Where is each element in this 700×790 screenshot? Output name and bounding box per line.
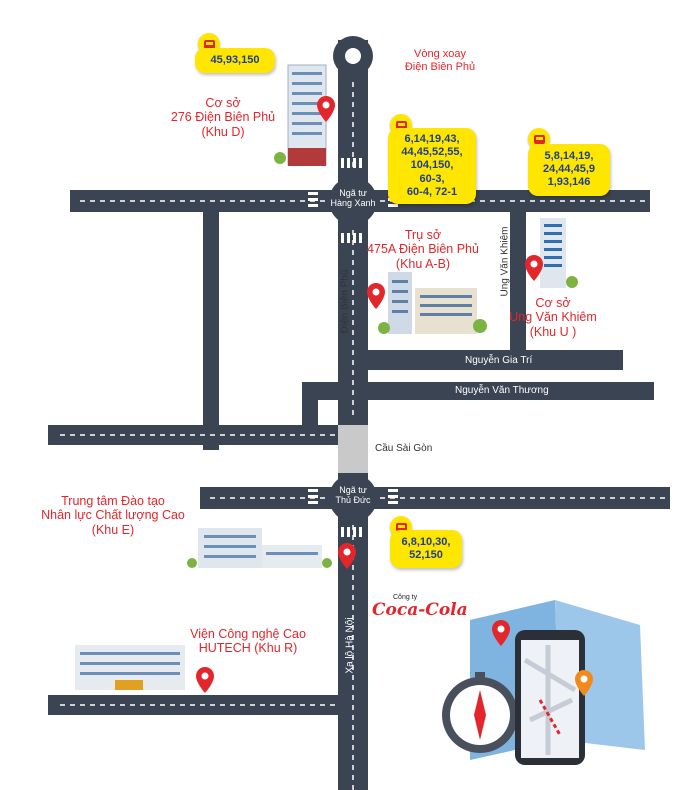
khu-d-label: Cơ sở 276 Điện Biên Phủ (Khu D) [170,96,276,139]
bus-routes-khu-u: 5,8,14,19, 24,44,45,9 1,93,146 [528,144,610,196]
building-icon [75,645,185,690]
tru-so-label: Trụ sở 475A Điện Biên Phủ (Khu A-B) [367,228,479,271]
location-pin-icon [575,670,593,696]
coca-cola-logo: Coca-Cola [372,600,468,620]
building-icon [274,64,327,166]
sponsor-prefix: Công ty [393,594,418,601]
khu-e-label: Trung tâm Đào tạo Nhân lực Chất lượng Ca… [41,494,185,537]
bus-routes-tru-so: 6,14,19,43, 44,45,52,55, 104,150, 60-3, … [388,128,476,204]
building-icon [378,272,487,334]
hang-xanh-label: Ngã tư Hàng Xanh [330,188,376,209]
location-pin-icon [317,96,335,122]
building-icon [540,218,578,288]
xa-lo-ha-noi-label: Xa lộ Hà Nội [344,617,356,674]
nguyen-gia-tri-label: Nguyễn Gia Trí [465,355,533,366]
bus-routes-khu-e: 6,8,10,30, 52,150 [390,530,462,569]
location-pin-icon [367,283,385,309]
smartphone-map-icon [515,630,585,765]
khu-u-label: Cơ sở Ung Văn Khiêm (Khu U ) [509,296,597,339]
location-pin-icon [525,255,543,281]
location-pin-icon [492,620,510,646]
cau-sai-gon-label: Cầu Sài Gòn [375,443,433,454]
bus-routes-khu-d: 45,93,150 [195,48,275,74]
nguyen-van-thuong-label: Nguyễn Văn Thương [455,385,549,396]
thu-duc-label: Ngã tư Thủ Đức [335,485,371,506]
location-pin-icon [338,543,356,569]
roundabout-label: Vòng xoay Điện Biên Phủ [404,48,476,73]
building-icon [187,528,332,568]
ung-van-khiem-label: Ung Văn Khiêm [499,226,511,297]
location-pin-icon [196,667,214,693]
khu-r-label: Viện Công nghệ Cao HUTECH (Khu R) [190,627,306,656]
dien-bien-phu-label: Điện Biên Phủ [339,269,351,334]
